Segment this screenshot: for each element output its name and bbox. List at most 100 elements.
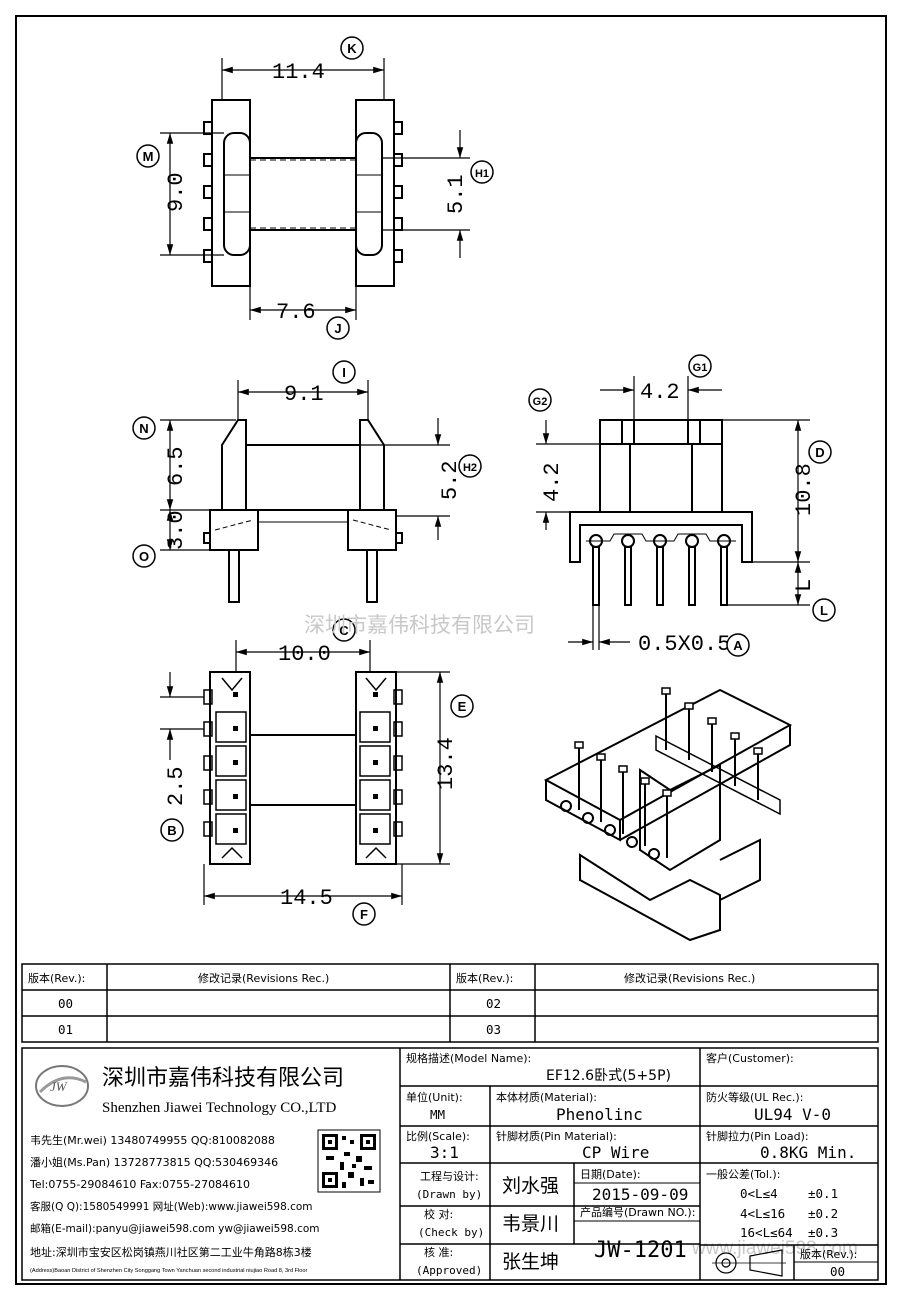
- svg-text:G2: G2: [533, 396, 548, 408]
- svg-text:H1: H1: [475, 168, 489, 180]
- callout-b: B: [160, 818, 184, 842]
- rev-row-0-right: 02: [486, 996, 501, 1011]
- bottom-view: [203, 671, 403, 865]
- front-view: [203, 419, 403, 603]
- ul-label: 防火等级(UL Rec.):: [706, 1090, 803, 1104]
- pin-material-label: 针脚材质(Pin Material):: [496, 1129, 617, 1143]
- svg-text:K: K: [347, 41, 357, 56]
- material-value: Phenolinc: [556, 1105, 643, 1124]
- svg-text:N: N: [139, 421, 148, 436]
- watermark-url: www.jiawei598.com: [691, 1238, 858, 1259]
- dim-c-width: 10.0: [278, 642, 331, 667]
- bottom-view-dimensions: [160, 640, 450, 905]
- drawn-label: 工程与设计:: [420, 1170, 479, 1183]
- tol-value-2: ±0.3: [808, 1225, 838, 1240]
- unit-value: MM: [430, 1107, 445, 1122]
- check-label: 校 对:: [424, 1207, 453, 1221]
- dim-i-width: 9.1: [284, 382, 324, 407]
- svg-text:H2: H2: [463, 462, 477, 474]
- rev-header-right: 版本(Rev.):: [456, 971, 513, 985]
- date-label: 日期(Date):: [580, 1168, 641, 1181]
- callouts: K M H1 J I N H2 O G1 G2 D L A C E B F: [132, 36, 836, 926]
- check-label-en: (Check by): [418, 1226, 484, 1239]
- callout-n: N: [132, 416, 156, 440]
- dim-h1-height: 5.1: [444, 174, 469, 214]
- revision-table: [21, 963, 879, 1043]
- callout-g1: G1: [688, 354, 712, 378]
- drawn-no-label: 产品编号(Drawn NO.):: [580, 1205, 695, 1219]
- dim-k-width: 11.4: [272, 60, 325, 85]
- tol-value-0: ±0.1: [808, 1186, 838, 1201]
- contact-line-5: 邮箱(E-mail):panyu@jiawei598.com yw@jiawei…: [30, 1222, 320, 1235]
- top-view-dimensions: [160, 58, 470, 320]
- dim-n-height: 6.5: [164, 446, 189, 486]
- contact-line-3: Tel:0755-29084610 Fax:0755-27084610: [29, 1178, 250, 1191]
- dim-e-height: 13.4: [434, 737, 459, 790]
- approved-value: 张生坤: [502, 1251, 559, 1273]
- rec-header-right: 修改记录(Revisions Rec.): [624, 971, 755, 985]
- rev-row-1-right: 03: [486, 1022, 501, 1037]
- dim-f-width: 14.5: [280, 886, 333, 911]
- qr-code: [317, 1129, 381, 1193]
- dim-g2-height: 4.2: [540, 462, 565, 502]
- svg-text:D: D: [815, 445, 824, 460]
- pin-load-value: 0.8KG Min.: [760, 1143, 856, 1162]
- dim-l-label: L: [792, 579, 817, 592]
- side-view-dimensions: [536, 376, 810, 650]
- svg-text:A: A: [733, 638, 743, 653]
- top-view: [203, 99, 403, 287]
- callout-c: C: [332, 618, 356, 642]
- tol-label: 一般公差(Tol.):: [706, 1167, 780, 1181]
- dim-a-label: 0.5X0.5: [638, 632, 730, 657]
- drawn-value: 刘水强: [502, 1175, 559, 1197]
- material-label: 本体材质(Material):: [496, 1090, 597, 1104]
- svg-text:L: L: [820, 603, 828, 618]
- callout-f: F: [352, 902, 376, 926]
- callout-m: M: [136, 144, 160, 168]
- callout-l: L: [812, 598, 836, 622]
- dim-b-pitch: 2.5: [164, 766, 189, 806]
- pin-material-value: CP Wire: [582, 1143, 649, 1162]
- tol-value-1: ±0.2: [808, 1206, 838, 1221]
- callout-g2: G2: [528, 388, 552, 412]
- check-value: 韦景川: [502, 1213, 559, 1235]
- contact-line-4: 客服(Q Q):1580549991 网址(Web):www.jiawei598…: [30, 1200, 313, 1213]
- rev-row-0-left: 00: [58, 996, 73, 1011]
- svg-text:G1: G1: [693, 362, 708, 374]
- callout-k: K: [340, 36, 364, 60]
- callout-j: J: [326, 316, 350, 340]
- company-name-cn: 深圳市嘉伟科技有限公司: [102, 1066, 344, 1091]
- svg-text:E: E: [458, 699, 467, 714]
- address-en: (Address)Baoan District of Shenzhen City…: [30, 1268, 308, 1274]
- svg-text:M: M: [143, 149, 154, 164]
- rev-label: 版本(Rev.):: [800, 1247, 857, 1261]
- dim-g1-width: 4.2: [640, 380, 680, 405]
- isometric-view: [543, 688, 793, 942]
- contact-line-1: 韦先生(Mr.wei) 13480749955 QQ:810082088: [30, 1133, 275, 1147]
- svg-text:JW: JW: [50, 1079, 68, 1094]
- callout-e: E: [450, 694, 474, 718]
- projection-symbol-icon: [712, 1249, 786, 1277]
- sheet-frame: [15, 15, 887, 1285]
- contact-line-2: 潘小姐(Ms.Pan) 13728773815 QQ:530469346: [30, 1155, 278, 1169]
- pin-load-label: 针脚拉力(Pin Load):: [706, 1129, 809, 1143]
- scale-label: 比例(Scale):: [406, 1129, 470, 1143]
- dim-d-height: 10.8: [792, 463, 817, 516]
- side-view: [569, 419, 753, 606]
- unit-label: 单位(Unit):: [406, 1090, 463, 1104]
- tol-range-0: 0<L≤4: [740, 1186, 778, 1201]
- ul-value: UL94 V-0: [754, 1105, 831, 1124]
- company-logo: JW: [35, 1065, 89, 1107]
- svg-text:F: F: [360, 907, 368, 922]
- dim-m-height: 9.0: [164, 172, 189, 212]
- rec-header-left: 修改记录(Revisions Rec.): [198, 971, 329, 985]
- callout-i: I: [332, 360, 356, 384]
- dim-o-height: 3.0: [164, 510, 189, 550]
- drawn-no-value: JW-1201: [594, 1238, 687, 1263]
- svg-text:J: J: [334, 321, 341, 336]
- callout-a: A: [726, 633, 750, 657]
- drawn-label-en: (Drawn by): [416, 1188, 482, 1201]
- front-view-dimensions: [160, 380, 450, 551]
- tol-range-1: 4<L≤16: [740, 1206, 785, 1221]
